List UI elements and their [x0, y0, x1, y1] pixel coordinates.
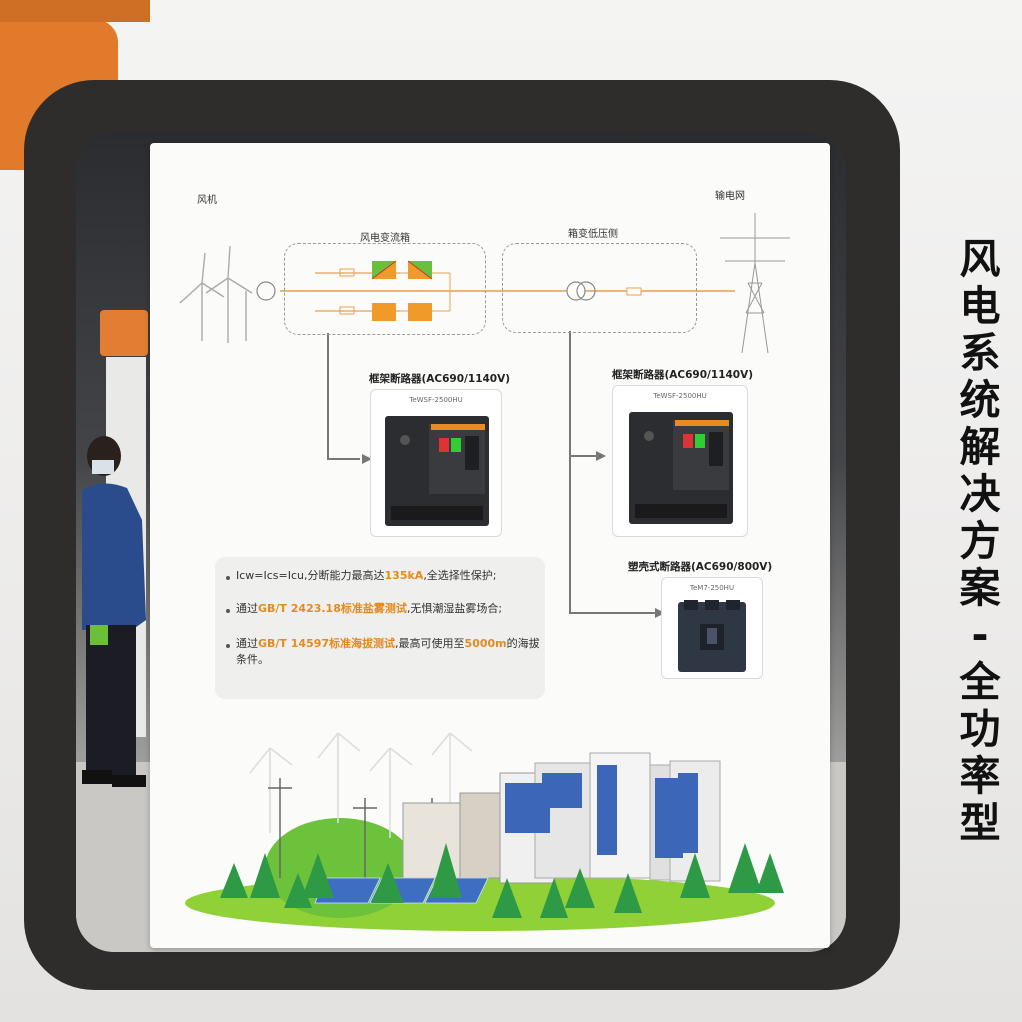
molded-case-breaker-image — [678, 600, 746, 672]
feature-1: Icw=Ics=Icu,分断能力最高达135kA,全选择性保护; — [236, 568, 536, 584]
feature-3-highlight: GB/T 14597标准海拔测试 — [258, 637, 396, 650]
title-char: 功 — [959, 705, 1001, 753]
title-char: 方 — [959, 517, 1001, 565]
feature-3-highlight-2: 5000m — [464, 637, 507, 650]
feature-1-text-end: ,全选择性保护; — [423, 569, 497, 582]
converter-box-label: 风电变流箱 — [360, 233, 410, 244]
orange-sign — [100, 310, 148, 356]
title-char: 全 — [959, 658, 1001, 706]
feature-1-highlight: 135kA — [384, 569, 424, 582]
title-char: 系 — [959, 329, 1001, 377]
title-char: - — [971, 611, 989, 659]
title-char: 电 — [959, 282, 1001, 330]
feature-3: 通过GB/T 14597标准海拔测试,最高可使用至5000m的海拔条件。 — [236, 636, 546, 668]
acb-left-title: 框架断路器(AC690/1140V) — [369, 373, 511, 385]
title-char: 风 — [959, 235, 1001, 283]
feature-2-text-end: ,无惧潮湿盐雾场合; — [406, 602, 503, 615]
solution-poster: 风机 输电网 风电变流箱 箱变低压侧 框架断路器(AC690/1140V) Te… — [150, 143, 830, 948]
bullet — [226, 644, 230, 648]
feature-1-text: Icw=Ics=Icu,分断能力最高达 — [236, 569, 385, 582]
air-circuit-breaker-image — [385, 416, 489, 526]
feature-3-text-end: 的海拔条件。 — [236, 637, 540, 666]
feature-3-text-mid: ,最高可使用至 — [395, 637, 465, 650]
features-panel — [215, 557, 545, 699]
title-char: 率 — [959, 752, 1001, 800]
feature-2-highlight: GB/T 2423.18标准盐雾测试 — [258, 602, 407, 615]
side-vertical-title: 风 电 系 统 解 决 方 案 - 全 功 率 型 — [952, 236, 1008, 847]
feature-2: 通过GB/T 2423.18标准盐雾测试,无惧潮湿盐雾场合; — [236, 601, 546, 617]
acb-right-title: 框架断路器(AC690/1140V) — [612, 369, 754, 381]
transformer-box — [502, 243, 697, 333]
converter-box — [284, 243, 486, 335]
acb-right-card: TeWSF-2500HU — [612, 385, 748, 537]
green-energy-illustration — [185, 732, 784, 931]
grid-label: 输电网 — [715, 191, 745, 202]
title-char: 决 — [959, 470, 1001, 518]
title-char: 案 — [959, 564, 1001, 612]
circuit-diagram — [179, 213, 790, 618]
mccb-card: TeM7-250HU — [661, 577, 763, 679]
bullet — [226, 576, 230, 580]
bullet — [226, 609, 230, 613]
feature-2-text: 通过 — [236, 602, 258, 615]
feature-3-text: 通过 — [236, 637, 258, 650]
acb-right-model: TeWSF-2500HU — [653, 392, 707, 400]
air-circuit-breaker-image — [629, 412, 733, 524]
title-char: 解 — [959, 423, 1001, 471]
visitor-person — [82, 436, 146, 787]
mccb-title: 塑壳式断路器(AC690/800V) — [628, 561, 773, 573]
acb-left-model: TeWSF-2500HU — [409, 396, 463, 404]
acb-left-card: TeWSF-2500HU — [370, 389, 502, 537]
mccb-model: TeM7-250HU — [689, 584, 735, 592]
title-char: 统 — [959, 376, 1001, 424]
wind-turbine-label: 风机 — [197, 195, 217, 206]
title-char: 型 — [959, 799, 1001, 847]
transformer-low-label: 箱变低压侧 — [568, 229, 618, 240]
orange-booth-panel-top — [0, 0, 150, 22]
